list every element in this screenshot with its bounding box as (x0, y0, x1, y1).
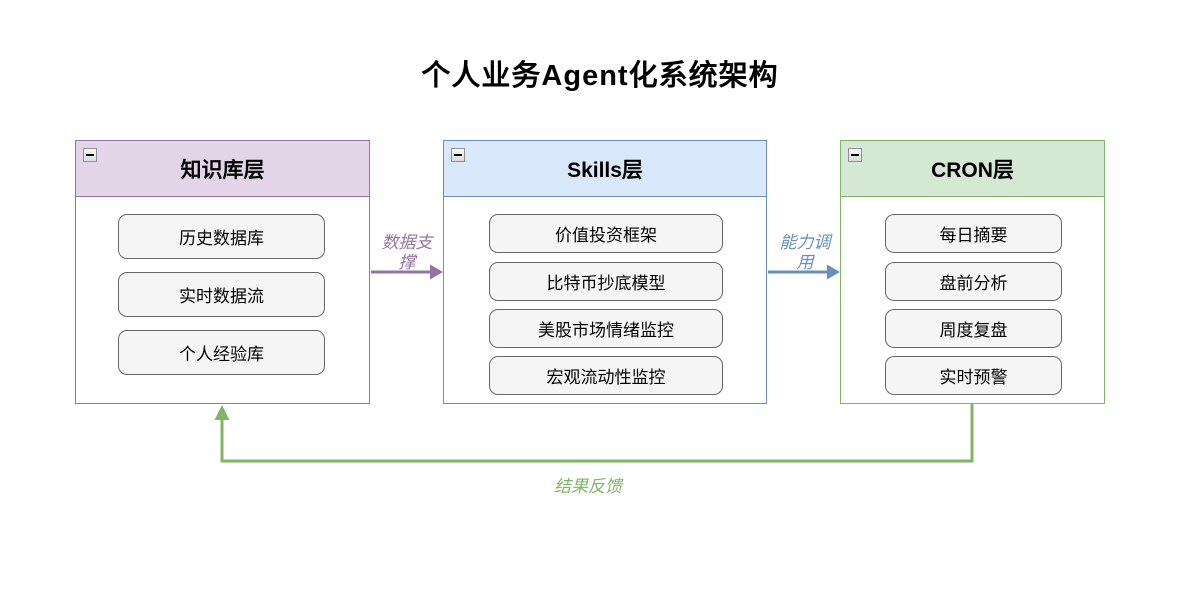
edge-label-data-support: 数据支撑 (381, 233, 433, 272)
minus-glyph (851, 154, 859, 156)
group-cron-layer: CRON层 每日摘要 盘前分析 周度复盘 实时预警 (840, 140, 1105, 404)
node-bitcoin-model: 比特币抄底模型 (489, 262, 723, 301)
group-knowledge-layer: 知识库层 历史数据库 实时数据流 个人经验库 (75, 140, 370, 404)
edge-label-result-feedback: 结果反馈 (554, 477, 622, 496)
node-value-investing: 价值投资框架 (489, 214, 723, 253)
node-daily-summary: 每日摘要 (885, 214, 1062, 253)
node-weekly-review: 周度复盘 (885, 309, 1062, 348)
group-knowledge-title: 知识库层 (180, 158, 265, 182)
minus-glyph (86, 154, 94, 156)
node-premarket-analysis: 盘前分析 (885, 262, 1062, 301)
group-skills-title: Skills层 (567, 158, 643, 182)
collapse-icon[interactable] (451, 148, 465, 162)
group-skills-header: Skills层 (444, 141, 766, 197)
diagram-title: 个人业务Agent化系统架构 (421, 60, 779, 92)
node-us-market-sentiment: 美股市场情绪监控 (489, 309, 723, 348)
node-macro-liquidity: 宏观流动性监控 (489, 356, 723, 395)
collapse-icon[interactable] (83, 148, 97, 162)
group-skills-layer: Skills层 价值投资框架 比特币抄底模型 美股市场情绪监控 宏观流动性监控 (443, 140, 767, 404)
group-cron-header: CRON层 (841, 141, 1104, 197)
node-personal-experience: 个人经验库 (118, 330, 325, 375)
collapse-icon[interactable] (848, 148, 862, 162)
edge-result-feedback-arrow (214, 404, 974, 463)
group-cron-title: CRON层 (931, 158, 1014, 182)
edge-label-capability-call: 能力调用 (779, 233, 831, 272)
node-history-database: 历史数据库 (118, 214, 325, 259)
minus-glyph (454, 154, 462, 156)
group-knowledge-header: 知识库层 (76, 141, 369, 197)
node-realtime-stream: 实时数据流 (118, 272, 325, 317)
node-realtime-alert: 实时预警 (885, 356, 1062, 395)
